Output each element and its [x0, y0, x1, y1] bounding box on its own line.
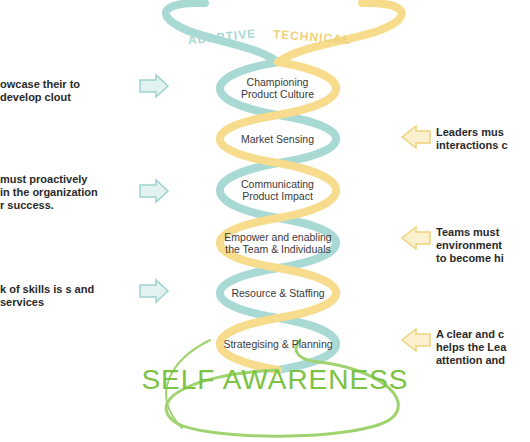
helix-band-label: Championing Product Culture: [230, 76, 325, 100]
callout-text: k of skills is s and services: [0, 283, 99, 309]
footer-title: SELF AWARENESS: [125, 364, 425, 396]
callout-text: A clear and c helps the Lea attention an…: [436, 328, 512, 367]
adaptive-strand: [220, 62, 336, 370]
callout-text: Leaders mus interactions c: [436, 126, 512, 152]
callout-text: owcase their to develop clout: [0, 78, 99, 104]
helix-band-label: Strategising & Planning: [218, 338, 338, 350]
helix-band-label: Resource & Staffing: [218, 287, 338, 299]
helix-band-label: Communicating Product Impact: [230, 178, 325, 202]
technical-strand: [220, 62, 336, 370]
block-arrow: [402, 329, 430, 351]
block-arrow: [402, 126, 430, 148]
callout-text: must proactively in the organization r s…: [0, 173, 99, 212]
block-arrow: [140, 180, 168, 202]
helix-band-label: Market Sensing: [230, 133, 325, 145]
block-arrow: [402, 227, 430, 249]
block-arrow: [140, 75, 168, 97]
adaptive-strand-top: [166, 3, 278, 62]
block-arrow: [140, 280, 168, 302]
callout-text: Teams must environment to become hi: [436, 226, 512, 265]
helix-band-label: Empower and enabling the Team & Individu…: [218, 231, 338, 255]
